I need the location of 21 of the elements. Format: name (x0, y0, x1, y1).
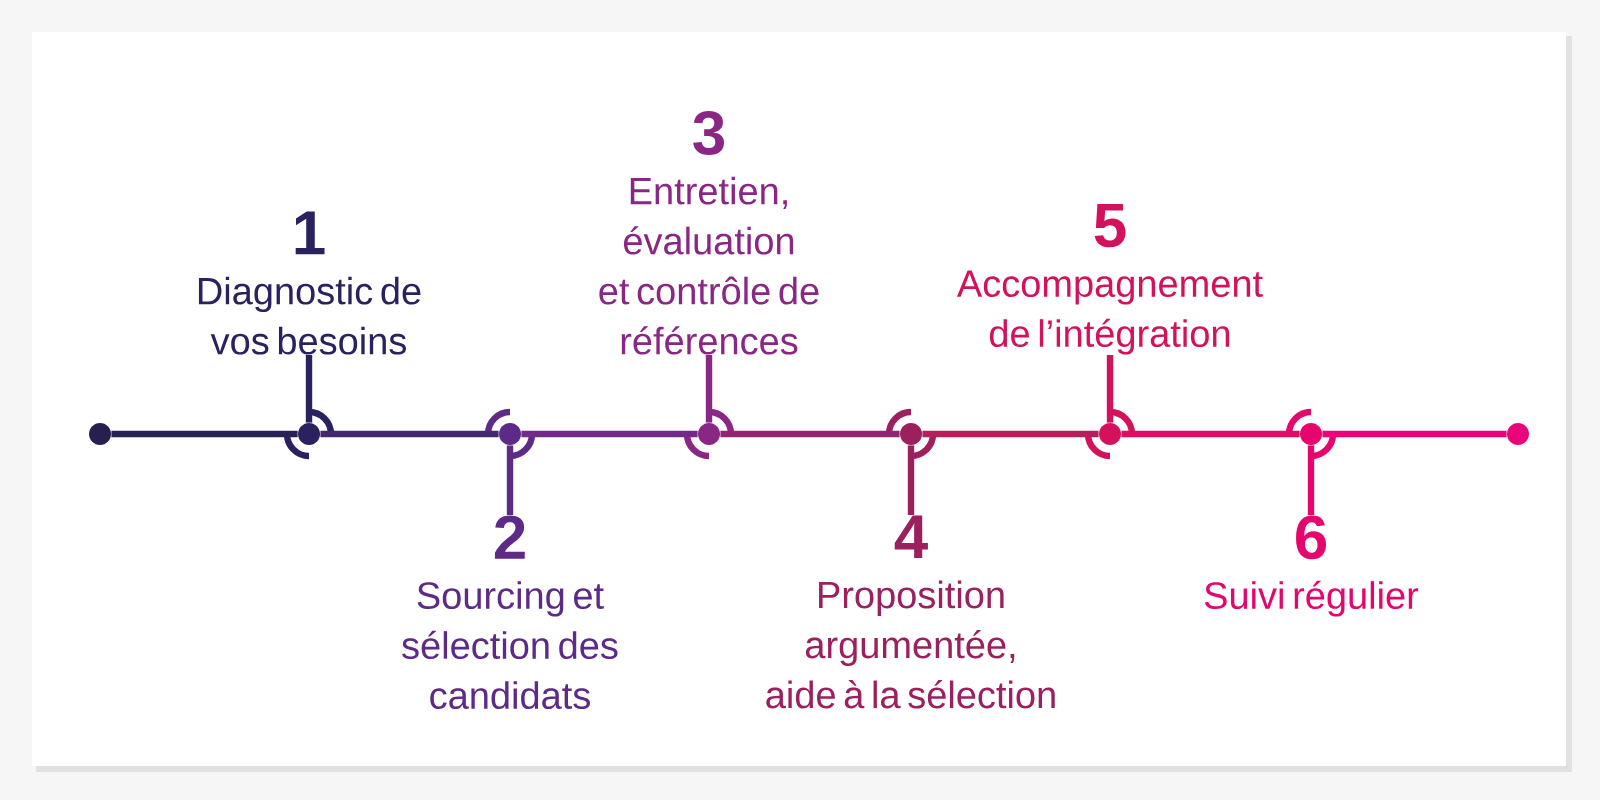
connector-line (521, 430, 698, 438)
timeline-dot (89, 423, 111, 445)
step-label: 6 Suivi régulier (1204, 515, 1419, 617)
timeline-dot (683, 408, 735, 460)
step-label: 3 Entretien, évaluation et contrôle de références (599, 110, 819, 355)
timeline-dot (1285, 408, 1337, 460)
step-label: 2 Sourcing et sélection des candidats (402, 515, 618, 710)
connector-line (720, 430, 900, 438)
connector-line (922, 430, 1099, 438)
connector-line (1322, 430, 1507, 438)
connector-line (111, 430, 298, 438)
step-label: 4 Proposition argumentée, aide à la sélection (766, 515, 1055, 709)
connector-line (320, 430, 499, 438)
step-label: 1 Diagnostic de vos besoins (198, 211, 421, 355)
connector-line (1121, 430, 1300, 438)
step-label: 5 Accompagnement de l’intégration (956, 204, 1263, 355)
timeline-dot (484, 408, 536, 460)
timeline-dot (1507, 423, 1529, 445)
timeline-dot (885, 408, 937, 460)
timeline-dot (283, 408, 335, 460)
timeline-dot (1084, 408, 1136, 460)
